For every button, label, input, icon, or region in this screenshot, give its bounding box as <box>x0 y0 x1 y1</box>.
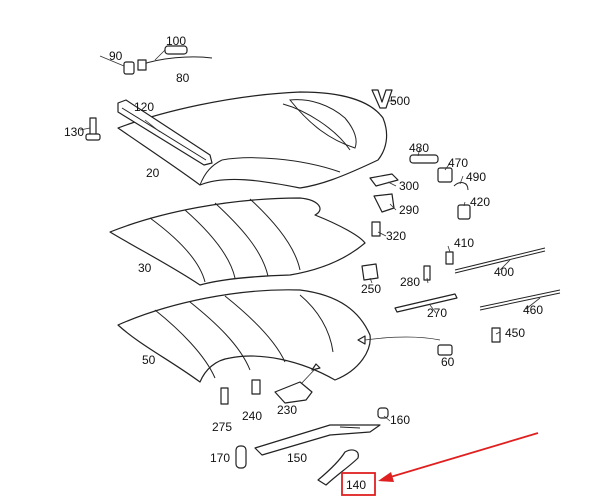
bolt-240 <box>251 379 261 395</box>
cable-assembly-80-90-100 <box>123 45 213 75</box>
seal-strip-120 <box>117 99 213 166</box>
part-label-20: 20 <box>146 166 160 180</box>
part-label-420: 420 <box>470 195 490 209</box>
arm-150 <box>254 424 381 456</box>
part-label-150: 150 <box>287 451 307 465</box>
bracket-290 <box>373 193 395 213</box>
clip-490 <box>453 182 469 191</box>
part-label-270: 270 <box>427 306 447 320</box>
part-label-170: 170 <box>210 451 230 465</box>
part-label-80: 80 <box>176 71 190 85</box>
tube-170 <box>235 445 247 469</box>
bolt-280 <box>220 387 229 405</box>
part-label-300: 300 <box>399 179 419 193</box>
bracket-230 <box>274 381 313 404</box>
hook-140 <box>317 449 359 486</box>
part-label-275: 280 <box>400 275 420 289</box>
highlight-arrow <box>386 432 539 479</box>
pin-480 <box>409 154 439 164</box>
part-label-60: 60 <box>441 355 455 369</box>
highlight-arrow-head <box>378 472 394 482</box>
part-label-290: 290 <box>399 203 419 217</box>
clip-500 <box>371 89 393 109</box>
part-label-500: 500 <box>390 94 410 108</box>
bolt-410 <box>445 251 454 265</box>
part-label-90: 90 <box>109 49 123 63</box>
part-label-280: 275 <box>212 420 232 434</box>
roof-panel-50 <box>117 289 371 383</box>
bolt-450 <box>491 327 501 343</box>
bolt-320 <box>371 221 381 237</box>
part-label-240: 240 <box>242 409 262 423</box>
part-label-410: 410 <box>454 236 474 250</box>
leader-lines <box>79 49 541 422</box>
part-label-460: 460 <box>523 303 543 317</box>
bracket-250 <box>361 263 379 281</box>
bushing-470 <box>437 167 453 183</box>
part-label-250: 250 <box>361 282 381 296</box>
highlight-box <box>341 472 376 496</box>
part-label-50: 50 <box>142 353 156 367</box>
part-label-100: 100 <box>166 34 186 48</box>
part-label-480: 480 <box>409 141 429 155</box>
part-label-120: 120 <box>134 100 154 114</box>
part-label-450: 450 <box>505 326 525 340</box>
bolt-275 <box>423 265 431 281</box>
part-label-490: 490 <box>466 170 486 184</box>
part-label-400: 400 <box>494 265 514 279</box>
bracket-60 <box>437 344 453 356</box>
part-label-320: 320 <box>386 229 406 243</box>
part-label-130: 130 <box>64 125 84 139</box>
pin-160 <box>377 407 389 419</box>
part-label-470: 470 <box>448 156 468 170</box>
roof-panel-20 <box>117 91 388 189</box>
part-label-30: 30 <box>138 261 152 275</box>
bolt-130 <box>85 117 101 141</box>
roof-panel-30 <box>109 197 366 286</box>
cable-400 <box>454 247 546 274</box>
cable-460 <box>479 289 561 311</box>
strip-270 <box>394 293 458 313</box>
part-label-230: 230 <box>277 403 297 417</box>
plate-300 <box>369 173 399 187</box>
part-label-160: 160 <box>390 413 410 427</box>
part-label-140: 140 <box>346 478 366 492</box>
clip-420 <box>457 204 471 220</box>
